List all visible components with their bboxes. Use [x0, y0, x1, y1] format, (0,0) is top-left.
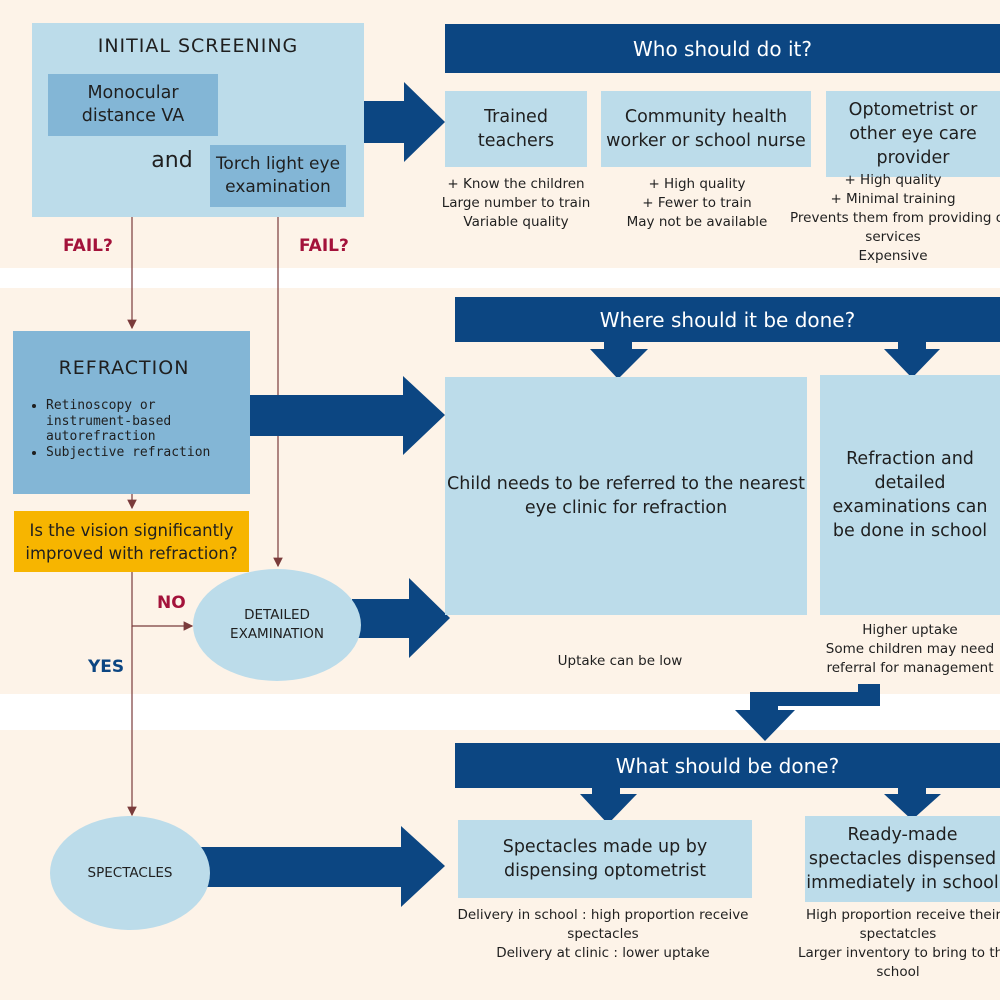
where-header: Where should it be done? [455, 297, 1000, 342]
detailed-examination-line2: EXAMINATION [230, 626, 324, 642]
monocular-va-line1: Monocular [87, 83, 179, 103]
detailed-examination-oval: DETAILED EXAMINATION [193, 569, 361, 681]
teachers-notes: + Know the children Large number to trai… [436, 175, 596, 232]
dispensing-box: Spectacles made up by dispensing optomet… [458, 820, 752, 898]
school-notes: Higher uptake Some children may need ref… [820, 621, 1000, 678]
readymade-note: Larger inventory to bring to th [798, 945, 1000, 961]
detailed-examination-line1: DETAILED [244, 607, 310, 623]
torch-exam-box: Torch light eye examination [210, 145, 346, 207]
readymade-line2: spectacles dispensed [808, 849, 997, 869]
readymade-line1: Ready-made [847, 825, 958, 845]
school-note: Higher uptake [862, 622, 958, 638]
yes-label: YES [88, 657, 125, 677]
teachers-box: Trained teachers [445, 91, 587, 167]
school-line4: be done in school [832, 521, 988, 541]
teachers-note: Large number to train [441, 195, 591, 211]
readymade-note: school [876, 964, 920, 980]
teachers-line1: Trained [484, 107, 548, 127]
spectacles-oval: SPECTACLES [50, 816, 210, 930]
school-line3: examinations can [832, 497, 988, 517]
chw-note: + Fewer to train [642, 195, 752, 211]
fail-label-left: FAIL? [63, 236, 113, 256]
optometrist-line2: other eye care [849, 124, 977, 144]
readymade-line3: immediately in school [806, 873, 999, 893]
optometrist-line1: Optometrist or [848, 100, 978, 120]
clinic-line2: eye clinic for refraction [524, 498, 728, 518]
chw-box: Community health worker or school nurse [601, 91, 811, 167]
arrow-what-to-readymade [884, 786, 941, 820]
question-box: Is the vision significantly improved wit… [14, 511, 249, 572]
arrow-screening-to-who [364, 82, 445, 162]
arrow-spectacles-to-what [200, 826, 445, 907]
arrow-refraction-to-where [250, 376, 445, 455]
school-line1: Refraction and [846, 449, 974, 469]
optometrist-line3: provider [876, 148, 950, 168]
question-line2: improved with refraction? [25, 543, 238, 563]
initial-screening-title: INITIAL SCREENING [97, 35, 299, 57]
school-box: Refraction and detailed examinations can… [820, 375, 1000, 615]
chw-line2: worker or school nurse [606, 131, 806, 151]
optometrist-notes: + High quality + Minimal training Preven… [786, 171, 1000, 266]
arrow-where-to-clinic [590, 339, 648, 379]
fail-label-right: FAIL? [299, 236, 349, 256]
refraction-method: Retinoscopy or instrument-based autorefr… [46, 398, 262, 445]
dispensing-note: spectacles [567, 926, 639, 942]
arrow-detailed-to-where [352, 578, 450, 658]
school-line2: detailed [874, 473, 946, 493]
optometrist-note: services [865, 229, 921, 245]
optometrist-note: + Minimal training [830, 191, 956, 207]
readymade-notes: High proportion receive their spectatcle… [796, 906, 1000, 982]
readymade-note: High proportion receive their [806, 907, 1000, 923]
chw-line1: Community health [624, 107, 788, 127]
optometrist-note: + High quality [844, 172, 942, 188]
and-label: and [151, 147, 193, 173]
chw-note: + High quality [648, 176, 746, 192]
who-header: Who should do it? [445, 24, 1000, 73]
school-note: Some children may need [825, 641, 995, 657]
school-note: referral for management [826, 660, 994, 676]
readymade-note: spectatcles [859, 926, 937, 942]
no-label: NO [157, 593, 186, 613]
chw-notes: + High quality + Fewer to train May not … [611, 175, 783, 232]
chw-note: May not be available [626, 214, 768, 230]
readymade-box: Ready-made spectacles dispensed immediat… [805, 816, 1000, 902]
torch-exam-line2: examination [225, 177, 331, 197]
what-header: What should be done? [455, 743, 1000, 788]
monocular-va-box: Monocular distance VA [48, 74, 218, 136]
dispensing-line1: Spectacles made up by [502, 837, 708, 857]
dispensing-note: Delivery at clinic : lower uptake [496, 945, 710, 961]
teachers-line2: teachers [477, 131, 555, 151]
teachers-note: Variable quality [463, 214, 569, 230]
refraction-method-line: Retinoscopy or [46, 398, 156, 413]
dispensing-note: Delivery in school : high proportion rec… [457, 907, 749, 923]
dispensing-notes: Delivery in school : high proportion rec… [448, 906, 758, 963]
arrow-where-to-what [735, 684, 880, 741]
clinic-note: Uptake can be low [557, 653, 683, 669]
refraction-methods: Retinoscopy or instrument-based autorefr… [28, 398, 262, 460]
refraction-method-line: instrument-based [46, 413, 172, 429]
optometrist-note: Prevents them from providing o [790, 210, 1000, 226]
torch-exam-line1: Torch light eye [215, 154, 341, 174]
clinic-line1: Child needs to be referred to the neares… [447, 474, 805, 494]
clinic-box: Child needs to be referred to the neares… [445, 377, 807, 615]
question-line1: Is the vision significantly [29, 520, 234, 540]
refraction-box [13, 331, 250, 494]
optometrist-note: Expensive [858, 248, 928, 264]
arrow-where-to-school [884, 339, 940, 378]
arrow-what-to-dispensing [580, 786, 637, 824]
dispensing-line2: dispensing optometrist [504, 861, 706, 881]
refraction-method-line: autorefraction [46, 429, 156, 444]
refraction-method: Subjective refraction [46, 445, 262, 461]
clinic-notes: Uptake can be low [520, 652, 720, 671]
teachers-note: + Know the children [447, 176, 585, 192]
refraction-title: REFRACTION [58, 357, 190, 379]
monocular-va-line2: distance VA [81, 106, 185, 126]
optometrist-box: Optometrist or other eye care provider [826, 91, 1000, 177]
